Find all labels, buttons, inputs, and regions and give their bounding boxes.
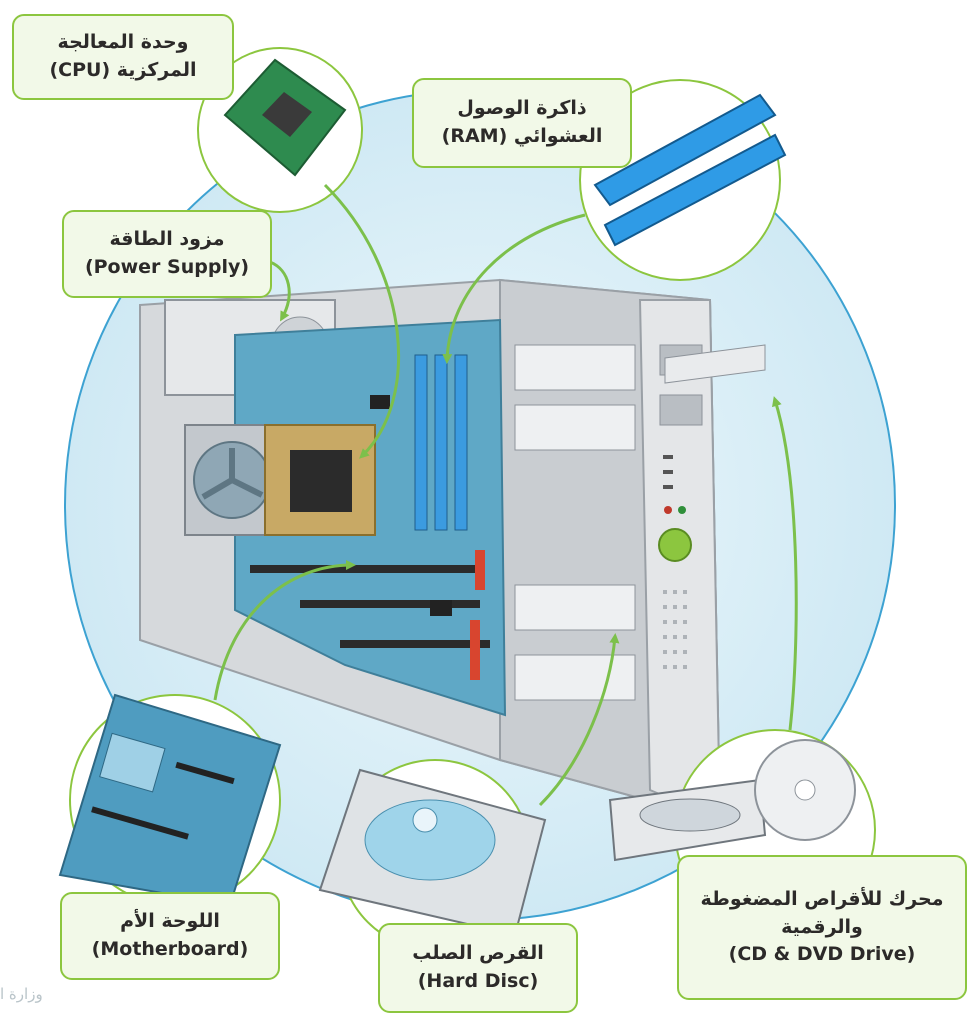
cpu-label-line1: وحدة المعالجة <box>57 31 189 54</box>
cd-drive-arrow <box>772 396 798 731</box>
ram-label-line2: العشوائي (RAM) <box>441 125 603 147</box>
cd-drive-label-line2: والرقمية <box>781 915 863 938</box>
cd-drive-label: محرك للأقراص المضغوطة والرقمية (CD & DVD… <box>677 855 967 1000</box>
cd-drive-label-line3: (CD & DVD Drive) <box>728 943 916 966</box>
motherboard-label-line1: اللوحة الأم <box>120 910 220 933</box>
ram-label-line1: ذاكرة الوصول <box>457 97 587 120</box>
power-arrow <box>269 260 291 322</box>
harddisc-arrow <box>538 633 620 807</box>
motherboard-icon <box>58 693 282 907</box>
motherboard-label: اللوحة الأم (Motherboard) <box>60 892 280 980</box>
cpu-chip-icon <box>223 58 347 177</box>
cpu-heatsink <box>184 424 376 536</box>
motherboard-label-line2: (Motherboard) <box>91 938 249 960</box>
ram-label: ذاكرة الوصول العشوائي (RAM) <box>412 78 632 168</box>
cd-drive-label-line1: محرك للأقراص المضغوطة <box>700 888 944 911</box>
watermark-text: وزارة ا <box>0 985 43 1003</box>
harddisc-label: القرص الصلب (Hard Disc) <box>378 923 578 1013</box>
cpu-label: وحدة المعالجة المركزية (CPU) <box>12 14 234 100</box>
power-supply-label-line1: مزود الطاقة <box>109 228 225 251</box>
harddisc-label-line1: القرص الصلب <box>412 942 544 965</box>
ram-arrow <box>442 213 586 364</box>
power-supply-label-line2: (Power Supply) <box>84 256 250 278</box>
harddisc-icon <box>318 768 547 937</box>
power-supply-label: مزود الطاقة (Power Supply) <box>62 210 272 298</box>
cd-drive-icon <box>608 739 856 862</box>
harddisc-label-line2: (Hard Disc) <box>417 970 539 992</box>
drive-bays <box>514 344 636 701</box>
cpu-label-line2: المركزية (CPU) <box>49 59 197 81</box>
motherboard-arrow <box>213 560 356 701</box>
connector-arrows <box>213 183 798 807</box>
cpu-arrow <box>323 183 401 459</box>
ram-stick-icon <box>593 93 787 247</box>
